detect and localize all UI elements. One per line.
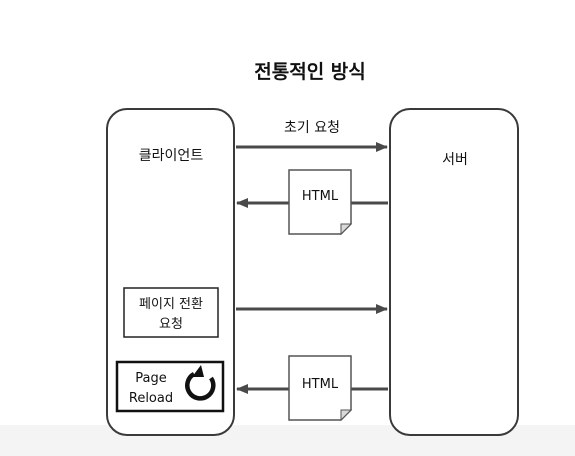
- server-label: 서버: [442, 152, 468, 168]
- html-document-1-label: HTML: [302, 189, 339, 204]
- diagram-title: 전통적인 방식: [254, 61, 366, 83]
- initial-request-label: 초기 요청: [284, 120, 340, 136]
- page-transition-request-line2: 요청: [159, 317, 183, 332]
- page-transition-request-line1: 페이지 전환: [139, 297, 203, 312]
- html-document-2-label: HTML: [302, 377, 339, 392]
- client-label: 클라이언트: [139, 148, 204, 164]
- page-transition-request-box: [123, 287, 219, 338]
- page-reload-line1: Page: [135, 371, 166, 386]
- page-reload-line2: Reload: [129, 391, 173, 406]
- html-document-2: HTML: [288, 355, 353, 422]
- reload-icon: [185, 365, 216, 401]
- page-reload-box: [115, 360, 225, 413]
- server-box: [389, 108, 519, 436]
- client-box: [106, 108, 235, 436]
- html-document-1: HTML: [288, 169, 353, 236]
